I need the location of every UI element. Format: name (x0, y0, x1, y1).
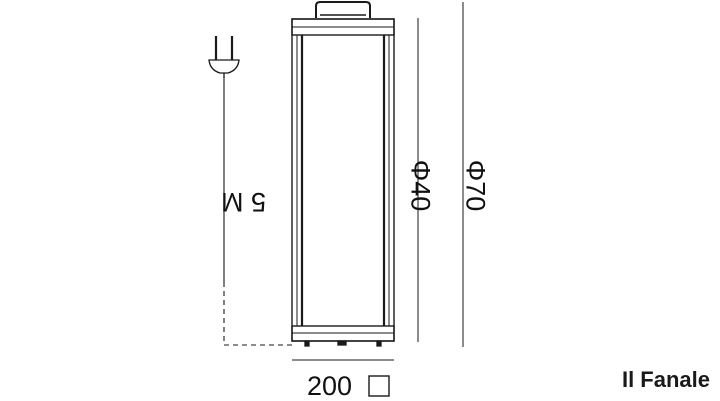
base-dimension-label: 200 (307, 371, 353, 401)
lantern-handle (315, 1, 371, 18)
outer-height-label: Φ70 (460, 159, 491, 212)
brand-logo: Il Fanale (621, 367, 710, 392)
square-symbol (368, 375, 390, 397)
inner-height-label: Φ40 (405, 159, 436, 212)
cord-length-label: 5 M (221, 187, 267, 217)
plug-icon (208, 36, 240, 78)
power-cord-dashed (223, 282, 292, 346)
lantern-body (291, 18, 395, 342)
